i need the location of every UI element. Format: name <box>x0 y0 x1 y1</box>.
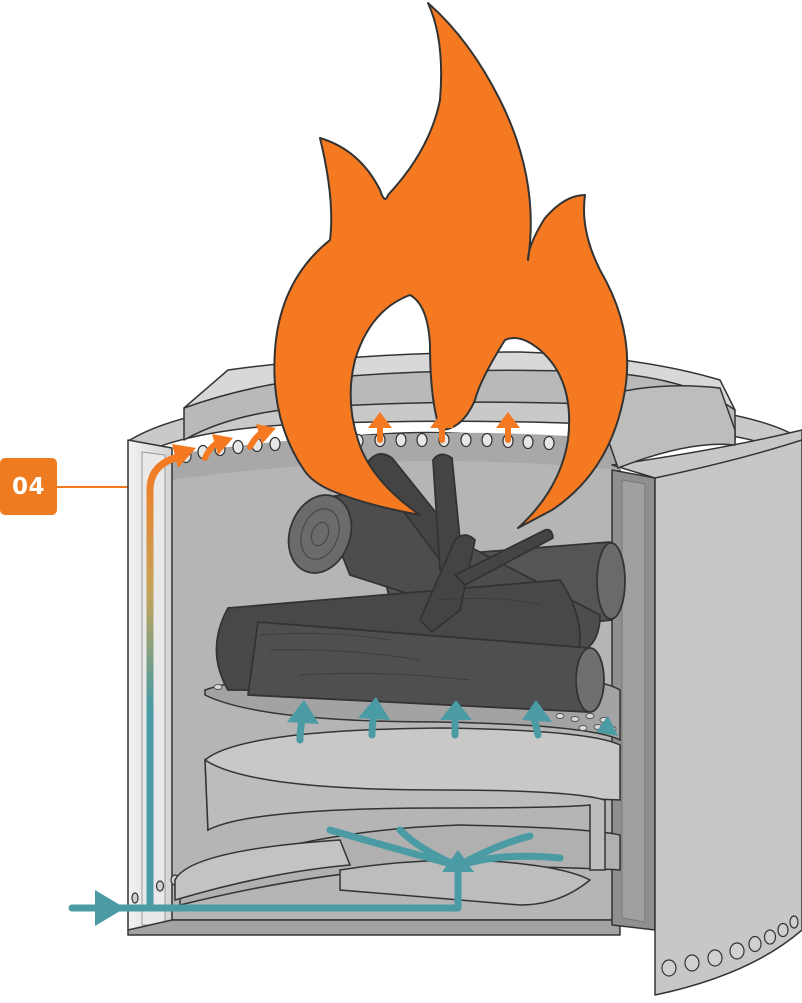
flame-icon <box>273 2 629 529</box>
logs <box>215 453 626 713</box>
wood-grain <box>259 508 541 681</box>
airflow-arrow-icon <box>172 412 520 468</box>
airflow-arrow-icon <box>95 697 618 926</box>
secondary-airflow <box>146 454 179 912</box>
base-plate <box>204 727 621 871</box>
step-badge: 04 <box>0 458 57 515</box>
base-air-holes <box>131 874 799 977</box>
step-badge-label: 04 <box>11 473 45 500</box>
